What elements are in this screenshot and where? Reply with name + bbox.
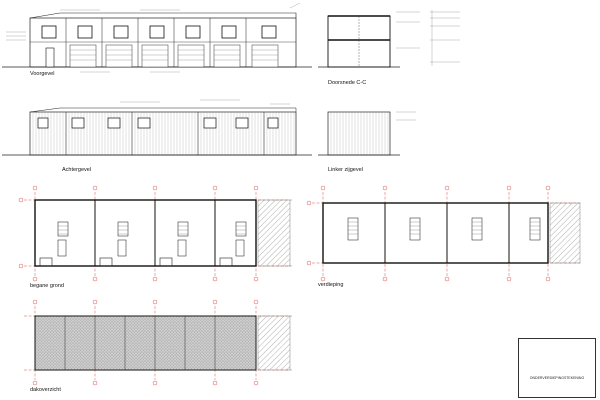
section-cc — [318, 10, 460, 68]
upper-floor-plan — [306, 185, 582, 282]
title-block: ONDERVERDIEPINGSTEKENING — [518, 338, 596, 398]
label-voorgevel: Voorgevel — [30, 71, 55, 77]
label-linker-zijgevel: Linker zijgevel — [328, 167, 363, 173]
label-achtergevel: Achtergevel — [62, 167, 92, 173]
left-side-elevation — [318, 111, 416, 156]
label-dakoverzicht: dakoverzicht — [30, 387, 61, 393]
label-verdieping: verdieping — [318, 282, 344, 288]
label-doorsnede: Doorsnede C-C — [328, 80, 367, 86]
label-begane-grond: begane grond — [30, 283, 64, 289]
front-elevation — [2, 2, 312, 73]
roof-plan — [24, 299, 292, 386]
ground-floor-plan — [18, 185, 292, 282]
title-block-header: ONDERVERDIEPINGSTEKENING — [529, 376, 585, 380]
rear-elevation — [2, 99, 312, 156]
